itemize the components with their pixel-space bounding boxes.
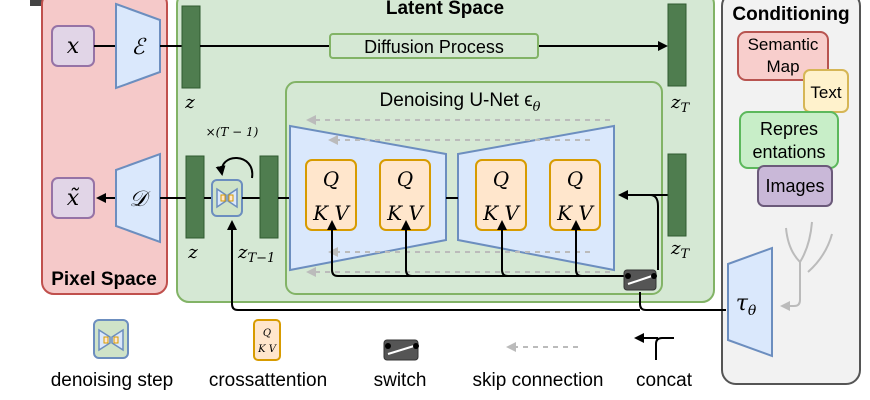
diffusion-process-box: [329, 33, 539, 59]
unet-label-sub: θ: [533, 100, 541, 115]
zT-label-top-sub: T: [680, 101, 690, 116]
legend-crossattention-icon: Q K V: [253, 319, 281, 361]
x-tilde-symbol: x̃: [67, 186, 80, 211]
z-latent-bar-bottom: [185, 155, 205, 239]
conditioning-bus: [327, 220, 636, 277]
tau-label-sub: θ: [748, 303, 757, 319]
zT-latent-bar-bottom: [667, 153, 687, 237]
x-symbol: x: [67, 34, 80, 59]
denoising-step-icon: [211, 179, 243, 217]
switch-icon: [623, 269, 657, 291]
unet-label-main: Denoising U-Net ϵ: [380, 90, 533, 111]
latent-space-title: Latent Space: [386, 0, 504, 19]
zT1-label-sub: T−1: [247, 251, 275, 266]
attention-block: Q K V: [379, 159, 431, 231]
attention-kv: K V: [482, 201, 521, 225]
attention-q: Q: [567, 167, 583, 191]
attention-q: Q: [397, 167, 413, 191]
conditioning-title: Conditioning: [732, 4, 849, 25]
z-label: z: [184, 92, 195, 113]
representations-line1: Repres: [760, 119, 818, 139]
loop-label: ×(T − 1): [206, 125, 259, 139]
legend-crossattention-kv: K V: [257, 344, 278, 355]
tau-encoder-shape: [727, 246, 773, 358]
representations-line2: entations: [752, 142, 825, 162]
zT-concat-down-line: [649, 194, 659, 270]
attention-block: Q K V: [305, 159, 357, 231]
zT1-label-main: z: [237, 242, 248, 263]
semantic-map-box: [737, 31, 829, 81]
attention-q: Q: [323, 167, 339, 191]
decoder-shape: [115, 152, 161, 244]
attention-kv: K V: [386, 201, 425, 225]
z-latent-bar: [181, 5, 201, 89]
diffusion-process-label: Diffusion Process: [364, 37, 504, 57]
skip-connections: [306, 115, 610, 277]
images-label: Images: [765, 176, 824, 196]
zT-label-bottom: zT: [670, 238, 690, 262]
corner-tab: [30, 0, 52, 6]
tau-to-step-arrow: [227, 220, 640, 311]
legend-crossattention-label: crossattention: [209, 370, 327, 391]
loop-arrow: [215, 157, 254, 179]
encoder-symbol: ℰ: [131, 35, 147, 60]
legend-skip-connection-label: skip connection: [473, 370, 604, 391]
legend-denoising-step-icon: [93, 319, 129, 359]
conditioning-tree: [780, 221, 833, 311]
zT-label-top: zT: [670, 92, 690, 116]
zT1-label: zT−1: [237, 242, 275, 266]
attention-kv: K V: [556, 201, 595, 225]
zT-label-bottom-main: z: [670, 238, 681, 259]
legend: denoising step Q K V crossattention swit…: [51, 319, 693, 391]
legend-concat-line: [655, 337, 674, 360]
attention-block: Q K V: [549, 159, 601, 231]
encoder-shape: [115, 2, 161, 90]
legend-concat-label: concat: [636, 370, 693, 391]
x-tilde-output-box: [51, 177, 95, 219]
pixel-space-title: Pixel Space: [51, 269, 157, 290]
semantic-map-line1: Semantic: [748, 35, 819, 54]
attention-q: Q: [493, 167, 509, 191]
legend-switch-label: switch: [374, 370, 427, 391]
semantic-map-line2: Map: [766, 57, 799, 76]
zT-label-top-main: z: [670, 92, 681, 113]
legend-denoising-step-label: denoising step: [51, 370, 174, 391]
legend-crossattention-q: Q: [263, 328, 271, 339]
zT1-latent-bar: [259, 155, 279, 239]
images-box: [757, 165, 833, 207]
attention-kv: K V: [312, 201, 351, 225]
tau-label: τθ: [736, 291, 757, 319]
zT-label-bottom-sub: T: [680, 247, 690, 262]
text-label: Text: [810, 83, 841, 102]
tau-to-switch-line: [639, 292, 726, 311]
tau-label-main: τ: [736, 291, 749, 316]
zT-latent-bar-top: [667, 3, 687, 87]
z-label-bottom: z: [187, 242, 198, 263]
unet-label: Denoising U-Net ϵθ: [380, 90, 541, 115]
legend-switch-icon: [383, 339, 419, 361]
decoder-symbol: 𝒟: [129, 187, 151, 212]
attention-block: Q K V: [475, 159, 527, 231]
